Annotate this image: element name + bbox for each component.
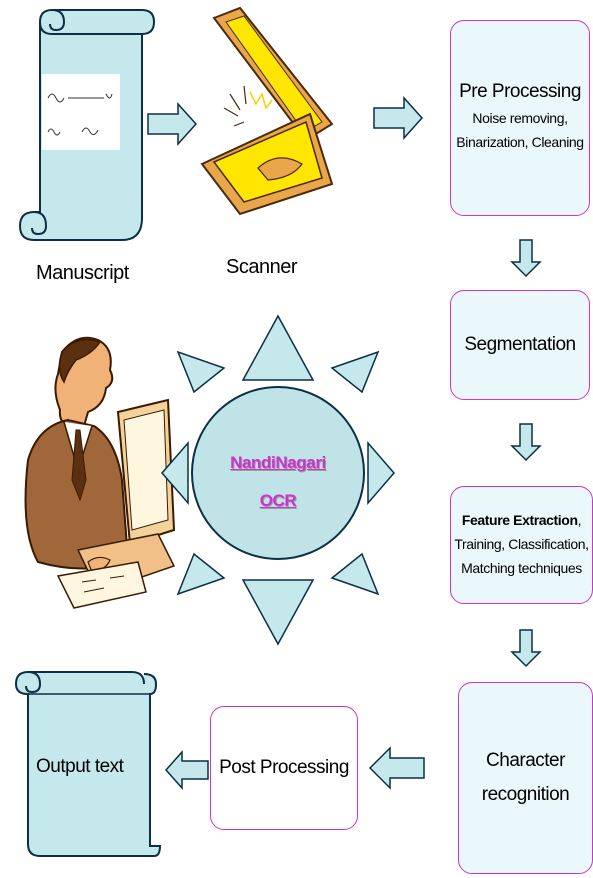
ocr-sun-icon xyxy=(148,300,408,660)
output-text-label: Output text xyxy=(36,756,123,778)
post-processing-box: Post Processing xyxy=(210,706,358,830)
character-recognition-line2: recognition xyxy=(482,784,569,806)
block-arrow-icon xyxy=(148,104,198,144)
pre-processing-title: Pre Processing xyxy=(459,81,581,103)
segmentation-title: Segmentation xyxy=(464,334,575,356)
feature-extraction-box: Feature Extraction, Training, Classifica… xyxy=(450,486,593,604)
pre-processing-line2: Binarization, Cleaning xyxy=(456,131,583,155)
scanner-icon xyxy=(200,8,340,218)
manuscript-scroll-icon xyxy=(12,8,162,248)
block-arrow-icon xyxy=(374,98,424,138)
segmentation-box: Segmentation xyxy=(450,290,590,400)
ocr-title-line2: OCR xyxy=(218,491,338,511)
feature-extraction-bold: Feature Extraction xyxy=(462,512,578,528)
manuscript-label: Manuscript xyxy=(36,262,129,285)
character-recognition-line1: Character xyxy=(486,750,565,772)
scanner-label: Scanner xyxy=(226,256,297,279)
down-arrow-icon xyxy=(512,240,540,276)
feature-extraction-line3: Matching techniques xyxy=(461,557,582,581)
feature-extraction-suffix: , xyxy=(578,512,582,528)
post-processing-title: Post Processing xyxy=(219,757,349,779)
ocr-title-line1: NandiNagari xyxy=(218,453,338,473)
feature-extraction-line2: Training, Classification, xyxy=(454,533,588,557)
feature-extraction-line1: Feature Extraction, xyxy=(462,509,581,533)
left-arrow-icon xyxy=(166,752,208,788)
down-arrow-icon xyxy=(512,630,540,666)
character-recognition-box: Character recognition xyxy=(458,682,593,874)
down-arrow-icon xyxy=(512,424,540,460)
left-arrow-icon xyxy=(370,748,424,788)
pre-processing-box: Pre Processing Noise removing, Binarizat… xyxy=(450,20,590,216)
pre-processing-line1: Noise removing, xyxy=(472,107,567,131)
